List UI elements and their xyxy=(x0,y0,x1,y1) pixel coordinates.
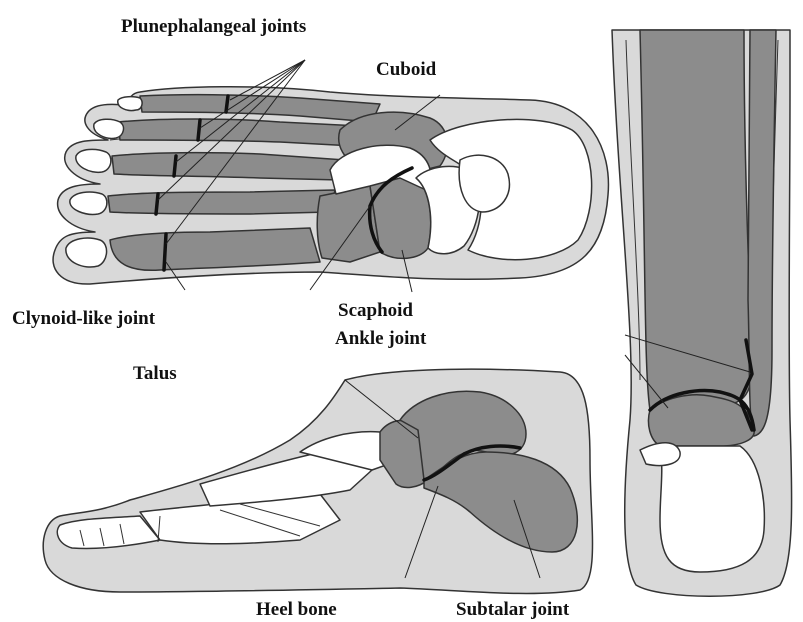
big-toe-bones xyxy=(110,228,320,270)
label-scaphoid: Scaphoid xyxy=(338,301,413,320)
heel-bone-rear xyxy=(660,446,764,572)
label-subtalar-joint: Subtalar joint xyxy=(456,600,569,619)
second-toe-bones xyxy=(108,190,335,214)
third-toe-bones xyxy=(112,153,345,180)
label-plunephalangeal-joints: Plunephalangeal joints xyxy=(121,17,306,36)
side-view-foot xyxy=(43,369,592,593)
rear-view-ankle xyxy=(612,30,792,596)
label-talus: Talus xyxy=(133,364,177,383)
label-ankle-joint: Ankle joint xyxy=(335,329,426,348)
label-clynoid-like-joint: Clynoid-like joint xyxy=(12,309,155,328)
tibia xyxy=(640,30,753,410)
talus-head-top xyxy=(459,155,509,212)
label-heel-bone: Heel bone xyxy=(256,600,337,619)
top-view-foot xyxy=(53,60,608,292)
label-cuboid: Cuboid xyxy=(376,60,436,79)
